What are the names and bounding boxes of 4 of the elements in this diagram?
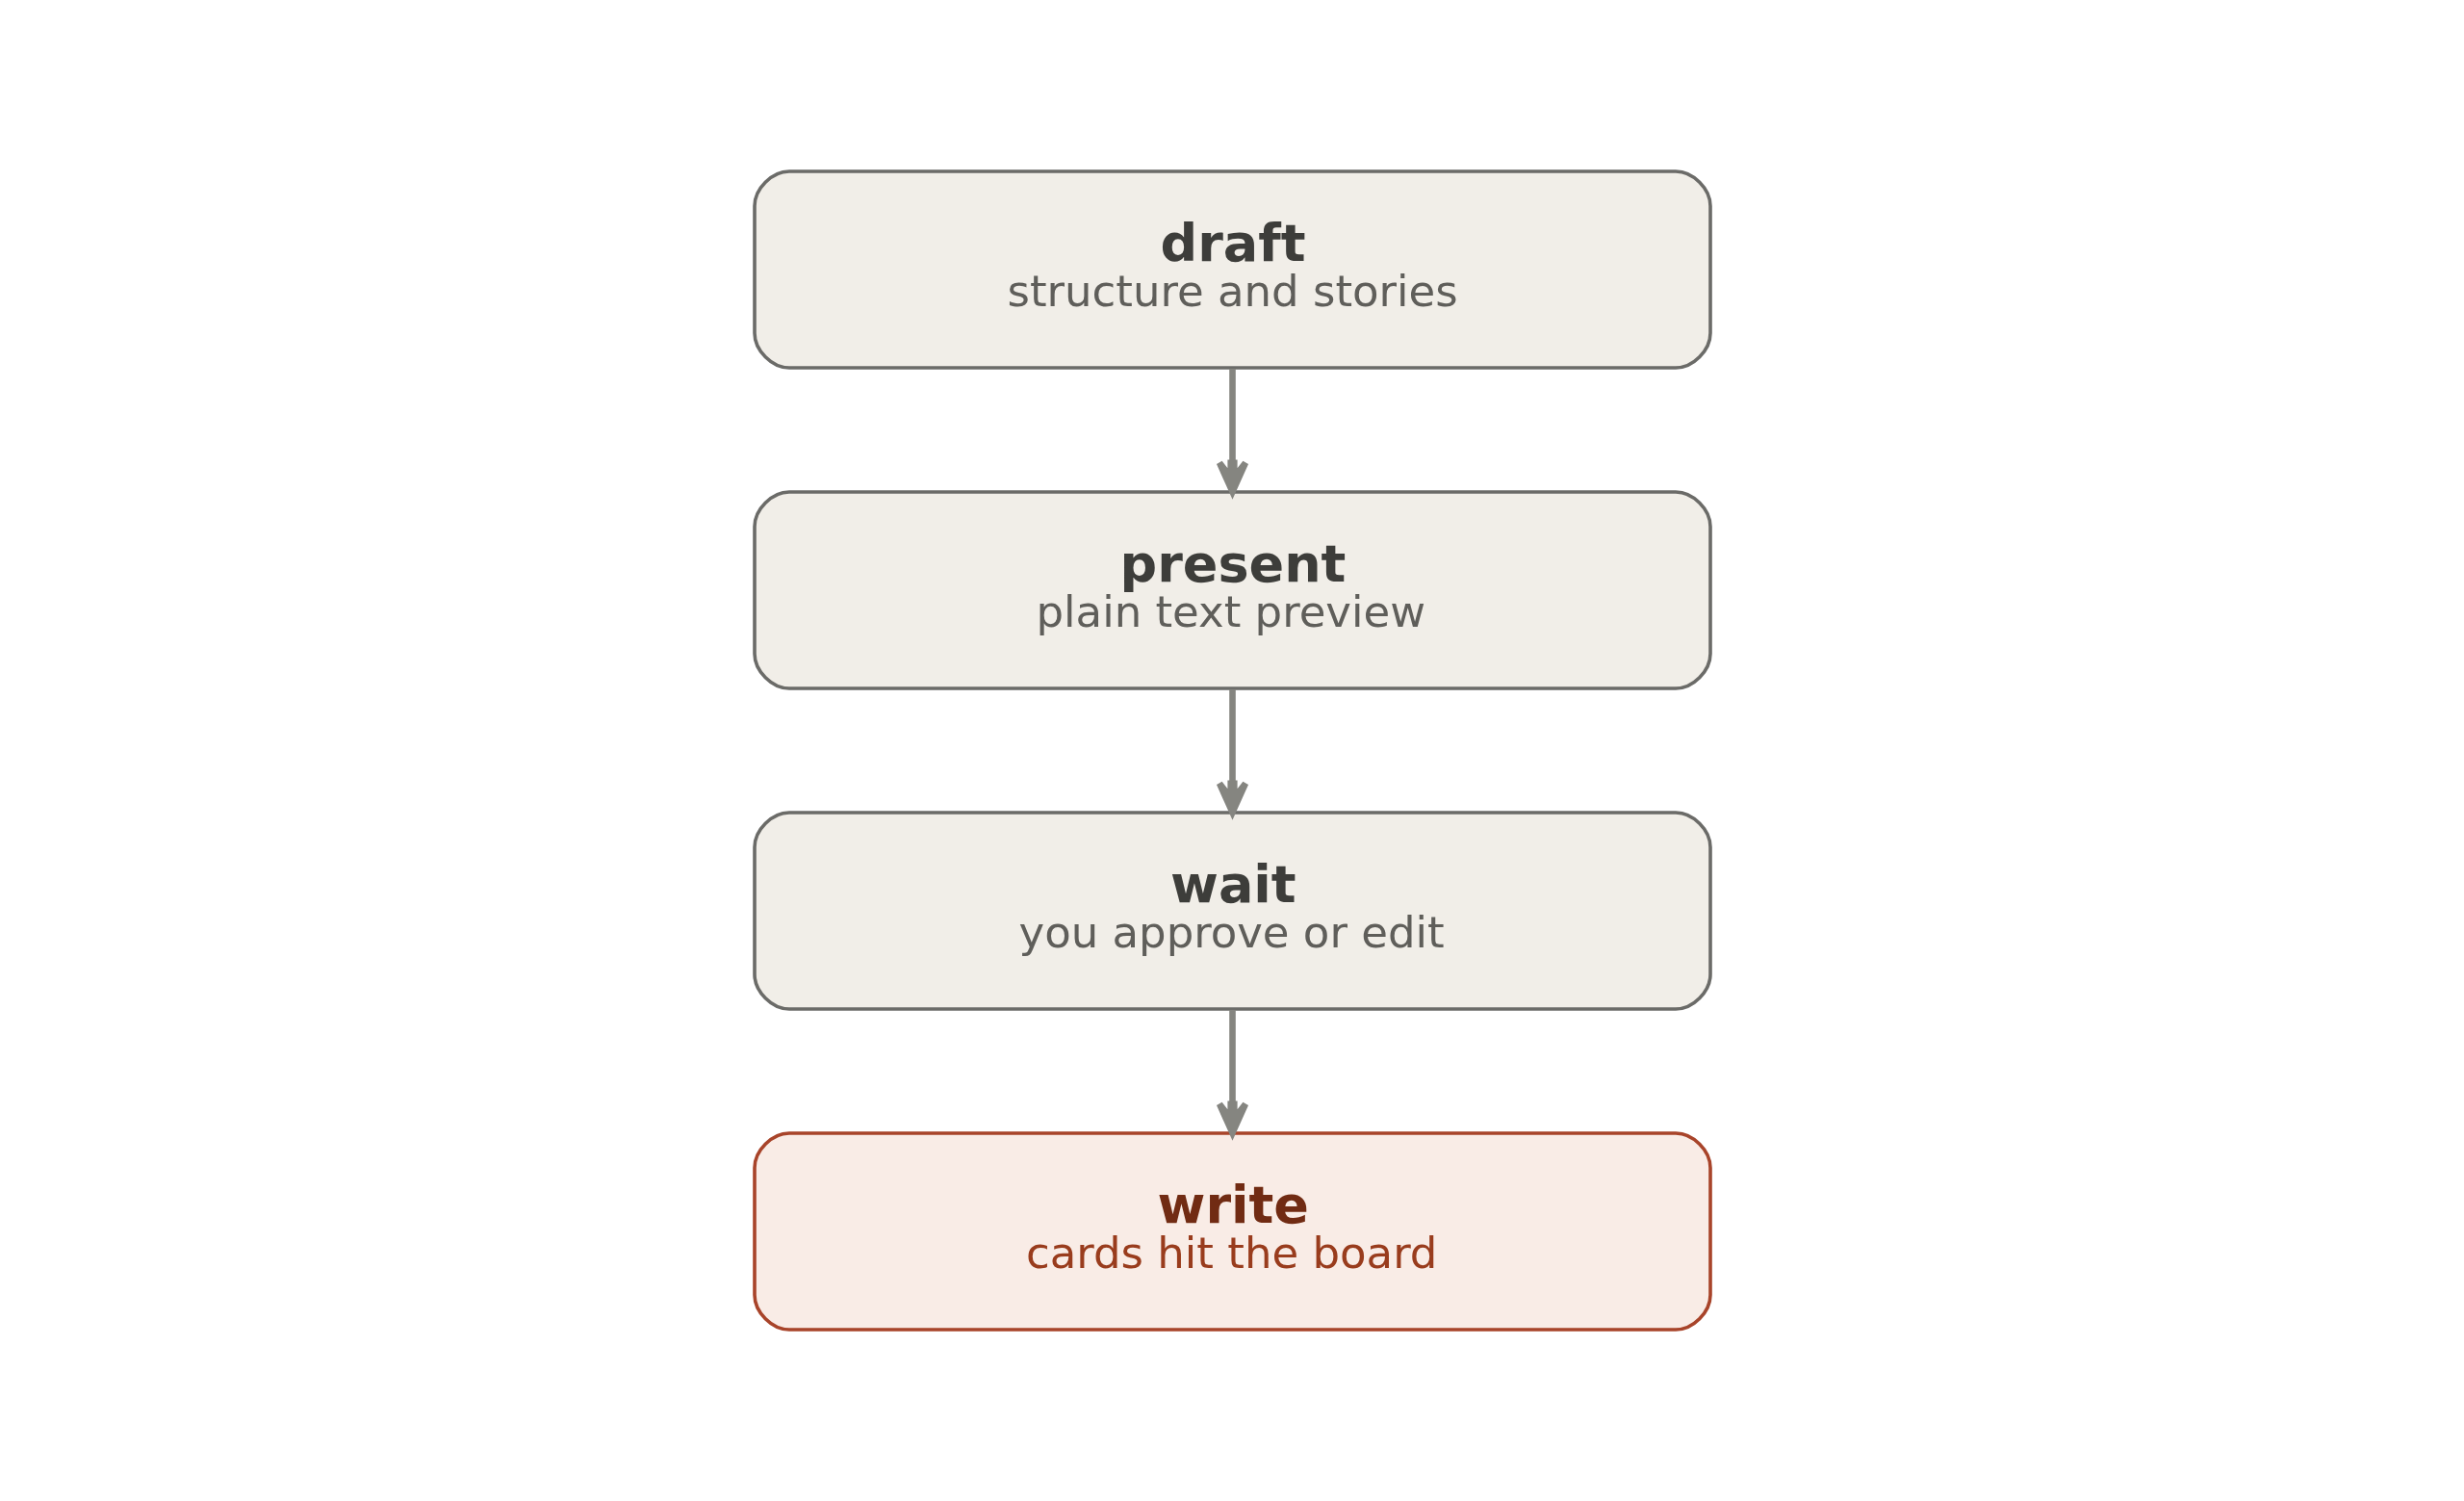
node-box: wait you approve or edit	[752, 811, 1712, 1011]
node-box: draft structure and stories	[752, 169, 1712, 370]
node-box: write cards hit the board	[752, 1131, 1712, 1332]
node-box: present plain text preview	[752, 490, 1712, 690]
